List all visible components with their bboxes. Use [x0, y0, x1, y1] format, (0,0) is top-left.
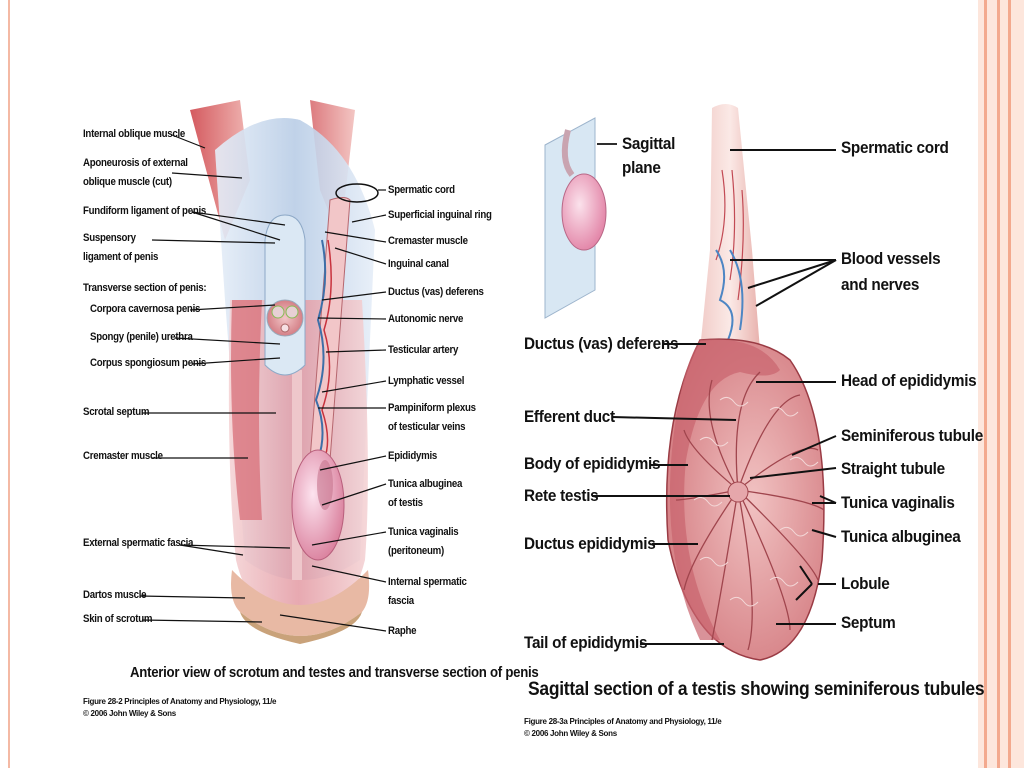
- label-testicular-artery: Testicular artery: [388, 344, 459, 356]
- label-superficial-inguinal-ring: Superficial inguinal ring: [388, 209, 492, 221]
- label-inguinal-canal: Inguinal canal: [388, 258, 449, 270]
- label-straight-tubule: Straight tubule: [841, 459, 945, 478]
- label-dartos-muscle: Dartos muscle: [83, 589, 147, 601]
- penis: [264, 214, 306, 376]
- label-seminiferous-tubule: Seminiferous tubule: [841, 426, 983, 445]
- label-fascia: fascia: [388, 595, 414, 607]
- label-cremaster-muscle-right: Cremaster muscle: [388, 235, 468, 247]
- label-and-nerves: and nerves: [841, 275, 920, 294]
- label-ductus-deferens-right: Ductus (vas) deferens: [524, 334, 679, 353]
- label-rete-testis: Rete testis: [524, 486, 599, 505]
- label-skin-of-scrotum: Skin of scrotum: [83, 613, 153, 625]
- left-caption: Anterior view of scrotum and testes and …: [130, 664, 539, 681]
- label-corpora-cavernosa: Corpora cavernosa penis: [90, 303, 201, 315]
- label-efferent-duct: Efferent duct: [524, 407, 615, 426]
- slide-border-stripe: [997, 0, 1000, 768]
- label-tunica-vaginalis-right: Tunica vaginalis: [841, 493, 955, 512]
- label-fundiform-ligament: Fundiform ligament of penis: [83, 205, 207, 217]
- label-suspensory-ligament: ligament of penis: [83, 251, 159, 263]
- label-internal-oblique-muscle: Internal oblique muscle: [83, 128, 186, 140]
- label-pampiniform-plexus: Pampiniform plexus: [388, 402, 476, 414]
- label-lobule: Lobule: [841, 574, 890, 593]
- label-lymphatic-vessel: Lymphatic vessel: [388, 375, 465, 387]
- label-spermatic-cord-right: Spermatic cord: [841, 138, 949, 157]
- label-corpus-spongiosum: Corpus spongiosum penis: [90, 357, 207, 369]
- left-copyright: © 2006 John Wiley & Sons: [83, 709, 176, 718]
- sagittal-plane-inset: [544, 117, 607, 319]
- rete-testis: [727, 481, 749, 503]
- label-scrotal-septum: Scrotal septum: [83, 406, 150, 418]
- label-transverse-section: Transverse section of penis:: [83, 282, 207, 294]
- label-ductus-epididymis: Ductus epididymis: [524, 534, 656, 553]
- slide-border-stripe: [1008, 0, 1011, 768]
- label-plane: plane: [622, 158, 661, 177]
- label-of-testis: of testis: [388, 497, 423, 509]
- lobules: [675, 371, 825, 651]
- label-spongy-urethra: Spongy (penile) urethra: [90, 331, 193, 343]
- cremaster-muscle: [231, 300, 262, 520]
- right-caption: Sagittal section of a testis showing sem…: [528, 679, 985, 700]
- superficial-inguinal-ring: [335, 183, 379, 203]
- label-raphe: Raphe: [388, 625, 417, 637]
- label-tunica-albuginea-left: Tunica albuginea: [388, 478, 463, 490]
- right-figure-ref: Figure 28-3a Principles of Anatomy and P…: [524, 717, 722, 726]
- label-tunica-albuginea-right: Tunica albuginea: [841, 527, 961, 546]
- left-figure-ref: Figure 28-2 Principles of Anatomy and Ph…: [83, 697, 277, 706]
- label-epididymis: Epididymis: [388, 450, 438, 462]
- spermatic-cord-section: [700, 104, 760, 350]
- label-internal-spermatic: Internal spermatic: [388, 576, 467, 588]
- label-peritoneum: (peritoneum): [388, 545, 444, 557]
- right-copyright: © 2006 John Wiley & Sons: [524, 729, 617, 738]
- slide-border-stripe: [984, 0, 987, 768]
- label-head-of-epididymis: Head of epididymis: [841, 371, 977, 390]
- epididymis: [669, 339, 780, 640]
- label-blood-vessels: Blood vessels: [841, 249, 941, 268]
- label-body-of-epididymis: Body of epididymis: [524, 454, 661, 473]
- label-tunica-vaginalis-left: Tunica vaginalis: [388, 526, 459, 538]
- label-testicular-veins: of testicular veins: [388, 421, 466, 433]
- dartos-muscle: [231, 570, 370, 636]
- spermatic-cord: [309, 197, 351, 461]
- label-spermatic-cord-left: Spermatic cord: [388, 184, 455, 196]
- slide-border-left: [8, 0, 10, 768]
- label-tail-of-epididymis: Tail of epididymis: [524, 633, 648, 652]
- label-ductus-deferens-left: Ductus (vas) deferens: [388, 286, 484, 298]
- label-external-spermatic-fascia: External spermatic fascia: [83, 537, 194, 549]
- label-sagittal: Sagittal: [622, 134, 676, 153]
- label-aponeurosis-cut: oblique muscle (cut): [83, 176, 172, 188]
- label-cremaster-muscle-left: Cremaster muscle: [83, 450, 163, 462]
- label-suspensory: Suspensory: [83, 232, 136, 244]
- label-aponeurosis: Aponeurosis of external: [83, 157, 188, 169]
- label-autonomic-nerve: Autonomic nerve: [388, 313, 464, 325]
- skin-of-scrotum: [240, 612, 362, 644]
- label-septum: Septum: [841, 613, 896, 632]
